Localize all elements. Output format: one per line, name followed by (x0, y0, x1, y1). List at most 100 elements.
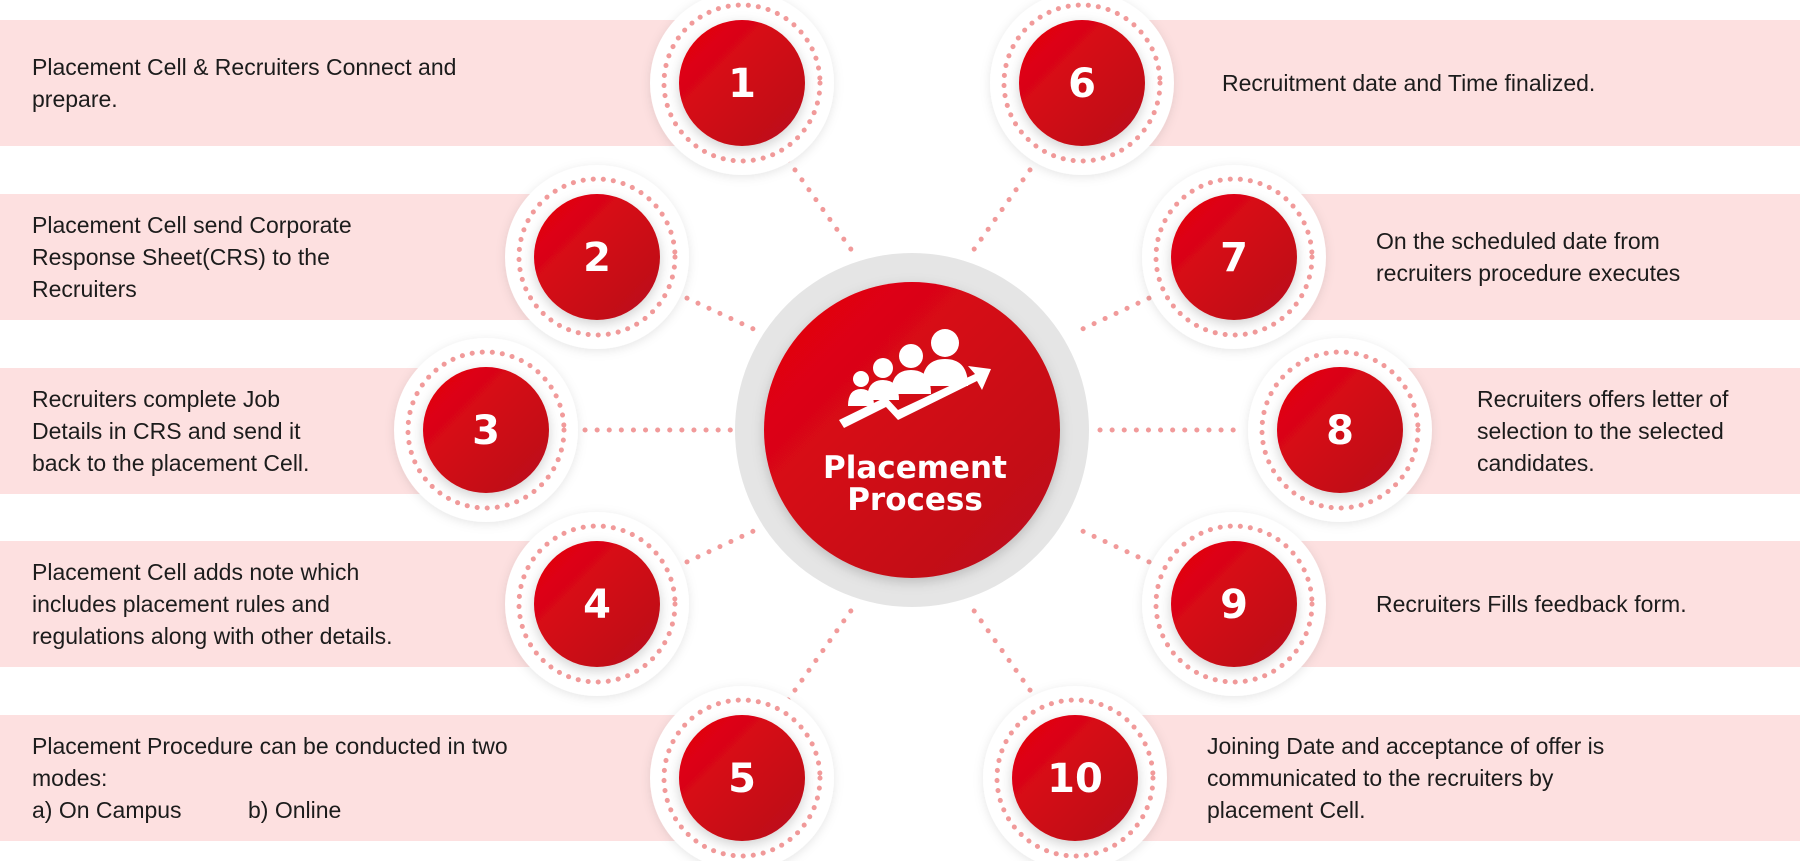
step-2-line-3: Recruiters (32, 276, 137, 302)
step-8-number: 8 (1326, 408, 1354, 454)
step-8-line-1: Recruiters offers letter of (1477, 386, 1729, 412)
step-band-9 (1270, 541, 1800, 667)
step-4-line-1: Placement Cell adds note which (32, 559, 360, 585)
step-7-dotted-ring (1153, 176, 1315, 338)
center-title: Placement Process (800, 452, 1030, 516)
step-band-5 (0, 715, 680, 841)
step-9-circle (1171, 541, 1297, 667)
center-hub (735, 253, 1089, 607)
step-4-text: Placement Cell adds note which includes … (32, 541, 512, 667)
step-band-4 (0, 541, 535, 667)
step-5-modes: a) On Campus b) Online (32, 794, 652, 826)
connector-2 (673, 290, 763, 335)
step-10-line-3: placement Cell. (1207, 797, 1366, 823)
step-band-1 (0, 20, 680, 146)
step-4-line-3: regulations along with other details. (32, 623, 393, 649)
step-1-line-1: Placement Cell & Recruiters Connect and (32, 54, 457, 80)
step-10-marker: 10 (983, 686, 1167, 861)
step-6-circle (1019, 20, 1145, 146)
step-10-text: Joining Date and acceptance of offer is … (1207, 715, 1787, 841)
step-9-line-1: Recruiters Fills feedback form. (1376, 591, 1687, 617)
step-band-2 (0, 194, 535, 320)
step-5-line-1: Placement Procedure can be conducted in … (32, 733, 508, 759)
step-2-circle (534, 194, 660, 320)
step-band-10 (1130, 715, 1800, 841)
connector-10 (967, 602, 1040, 703)
step-6-dotted-ring (1001, 2, 1163, 164)
step-6-marker: 6 (990, 0, 1174, 175)
connector-5 (785, 602, 858, 703)
connector-4 (673, 525, 763, 570)
step-3-line-3: back to the placement Cell. (32, 450, 310, 476)
step-2-line-2: Response Sheet(CRS) to the (32, 244, 330, 270)
step-8-line-3: candidates. (1477, 450, 1595, 476)
connector-9 (1073, 525, 1163, 570)
step-5-number: 5 (728, 756, 756, 802)
step-5-mode-online: b) Online (248, 797, 342, 823)
step-9-marker: 9 (1142, 512, 1326, 696)
step-5-mode-campus: a) On Campus (32, 797, 182, 823)
step-10-dotted-ring (994, 697, 1156, 859)
step-8-circle (1277, 367, 1403, 493)
step-4-line-2: includes placement rules and (32, 591, 330, 617)
step-8-marker: 8 (1248, 338, 1432, 522)
step-4-marker: 4 (505, 512, 689, 696)
step-2-marker: 2 (505, 165, 689, 349)
step-7-line-1: On the scheduled date from (1376, 228, 1660, 254)
step-3-circle (423, 367, 549, 493)
step-2-text: Placement Cell send Corporate Response S… (32, 194, 482, 320)
step-6-line-1: Recruitment date and Time finalized. (1222, 70, 1596, 96)
step-9-number: 9 (1220, 582, 1248, 628)
step-10-number: 10 (1047, 756, 1103, 802)
step-3-number: 3 (472, 408, 500, 454)
step-5-marker: 5 (650, 686, 834, 861)
step-3-dotted-ring (405, 349, 567, 511)
step-10-line-2: communicated to the recruiters by (1207, 765, 1554, 791)
step-6-text: Recruitment date and Time finalized. (1222, 20, 1782, 146)
step-7-number: 7 (1220, 235, 1248, 281)
step-3-line-1: Recruiters complete Job (32, 386, 280, 412)
step-8-text: Recruiters offers letter of selection to… (1477, 368, 1792, 494)
step-2-line-1: Placement Cell send Corporate (32, 212, 352, 238)
team-growth-icon (839, 329, 991, 428)
step-5-line-2: modes: (32, 765, 108, 791)
step-9-text: Recruiters Fills feedback form. (1376, 541, 1786, 667)
step-3-line-2: Details in CRS and send it (32, 418, 301, 444)
step-1-number: 1 (728, 61, 756, 107)
step-4-dotted-ring (516, 523, 678, 685)
step-4-circle (534, 541, 660, 667)
step-4-number: 4 (583, 582, 611, 628)
step-7-line-2: recruiters procedure executes (1376, 260, 1681, 286)
step-7-circle (1171, 194, 1297, 320)
step-6-number: 6 (1068, 61, 1096, 107)
step-1-dotted-ring (661, 2, 823, 164)
step-2-number: 2 (583, 235, 611, 281)
connector-6 (967, 157, 1040, 258)
step-5-dotted-ring (661, 697, 823, 859)
step-5-text: Placement Procedure can be conducted in … (32, 715, 652, 841)
step-10-circle (1012, 715, 1138, 841)
step-8-line-2: selection to the selected (1477, 418, 1724, 444)
step-band-7 (1270, 194, 1800, 320)
step-band-3 (0, 368, 425, 494)
step-9-dotted-ring (1153, 523, 1315, 685)
connector-7 (1073, 290, 1163, 335)
step-8-dotted-ring (1259, 349, 1421, 511)
step-3-marker: 3 (394, 338, 578, 522)
step-7-text: On the scheduled date from recruiters pr… (1376, 194, 1786, 320)
step-1-line-2: prepare. (32, 86, 118, 112)
connector-1 (785, 157, 858, 258)
center-title-line-1: Placement (823, 450, 1007, 486)
step-10-line-1: Joining Date and acceptance of offer is (1207, 733, 1605, 759)
step-5-circle (679, 715, 805, 841)
step-1-marker: 1 (650, 0, 834, 175)
step-3-text: Recruiters complete Job Details in CRS a… (32, 368, 402, 494)
step-1-text: Placement Cell & Recruiters Connect and … (32, 20, 592, 146)
center-title-line-2: Process (847, 482, 983, 518)
step-band-8 (1375, 368, 1800, 494)
step-1-circle (679, 20, 805, 146)
step-7-marker: 7 (1142, 165, 1326, 349)
step-2-dotted-ring (516, 176, 678, 338)
step-band-6 (1130, 20, 1800, 146)
